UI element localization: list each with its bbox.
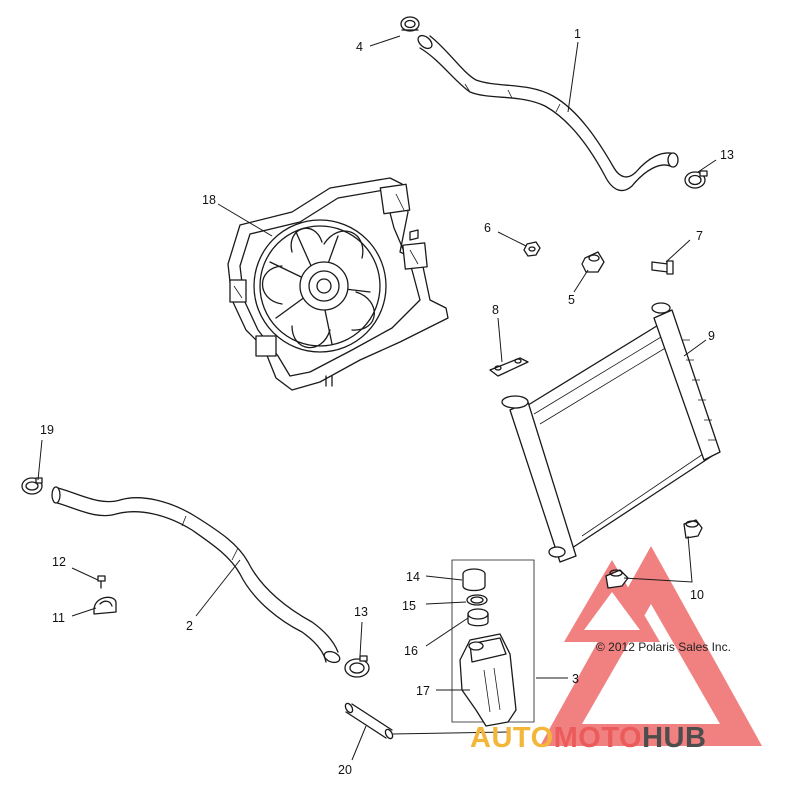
clip-11 bbox=[93, 596, 117, 615]
bolt-7 bbox=[651, 260, 674, 275]
seal-16 bbox=[467, 608, 489, 627]
watermark-moto: MOTO bbox=[554, 722, 642, 754]
reservoir-group-box bbox=[451, 559, 535, 723]
watermark-hub: HUB bbox=[642, 722, 706, 754]
hose-clamp-19 bbox=[21, 477, 43, 495]
screw-12 bbox=[97, 575, 106, 589]
watermark-triangle-inner bbox=[582, 604, 720, 724]
callout-2: 2 bbox=[186, 619, 193, 633]
hose-clamp-13-lower bbox=[344, 655, 370, 678]
callout-8: 8 bbox=[492, 303, 499, 317]
upper-radiator-hose bbox=[417, 34, 679, 192]
hose-clamp-4 bbox=[400, 16, 420, 32]
watermark-logo bbox=[540, 546, 762, 746]
overflow-tube-20 bbox=[344, 702, 394, 740]
reservoir-tank-17 bbox=[459, 633, 517, 727]
callout-17: 17 bbox=[416, 684, 430, 698]
callout-13-upper: 13 bbox=[720, 148, 734, 162]
callout-11: 11 bbox=[52, 611, 65, 625]
callout-16: 16 bbox=[404, 644, 418, 658]
callout-15: 15 bbox=[402, 599, 416, 613]
callout-9: 9 bbox=[708, 329, 715, 343]
leader-lines bbox=[37, 35, 717, 761]
watermark-triangle-small-inner bbox=[584, 592, 640, 630]
grommet-5 bbox=[581, 251, 605, 273]
callout-20: 20 bbox=[338, 763, 352, 777]
lower-radiator-hose bbox=[51, 486, 341, 664]
copyright-notice: © 2012 Polaris Sales Inc. bbox=[596, 640, 731, 654]
callout-6: 6 bbox=[484, 221, 491, 235]
reservoir-cap-14 bbox=[462, 568, 486, 592]
callout-12: 12 bbox=[52, 555, 66, 569]
callout-5: 5 bbox=[568, 293, 575, 307]
hose-clamp-13-upper bbox=[684, 170, 708, 189]
fan-shroud-assembly bbox=[227, 177, 449, 391]
o-ring-15 bbox=[466, 594, 488, 606]
watermark-auto: AUTO bbox=[470, 722, 554, 754]
mounting-bracket-8 bbox=[489, 357, 529, 377]
callout-4: 4 bbox=[356, 40, 363, 54]
callout-13-lower: 13 bbox=[354, 605, 368, 619]
callout-3: 3 bbox=[572, 672, 579, 686]
callout-7: 7 bbox=[696, 229, 703, 243]
callout-14: 14 bbox=[406, 570, 420, 584]
grommet-10 bbox=[605, 519, 703, 589]
callout-labels: 1 2 3 4 5 6 7 8 9 10 11 12 13 13 14 15 1… bbox=[40, 27, 734, 777]
callout-19: 19 bbox=[40, 423, 54, 437]
watermark-text: AUTOMOTOHUB bbox=[470, 722, 706, 754]
nut-6 bbox=[523, 241, 541, 257]
radiator-9 bbox=[501, 302, 721, 563]
callout-18: 18 bbox=[202, 193, 216, 207]
callout-1: 1 bbox=[574, 27, 581, 41]
callout-10: 10 bbox=[690, 588, 704, 602]
